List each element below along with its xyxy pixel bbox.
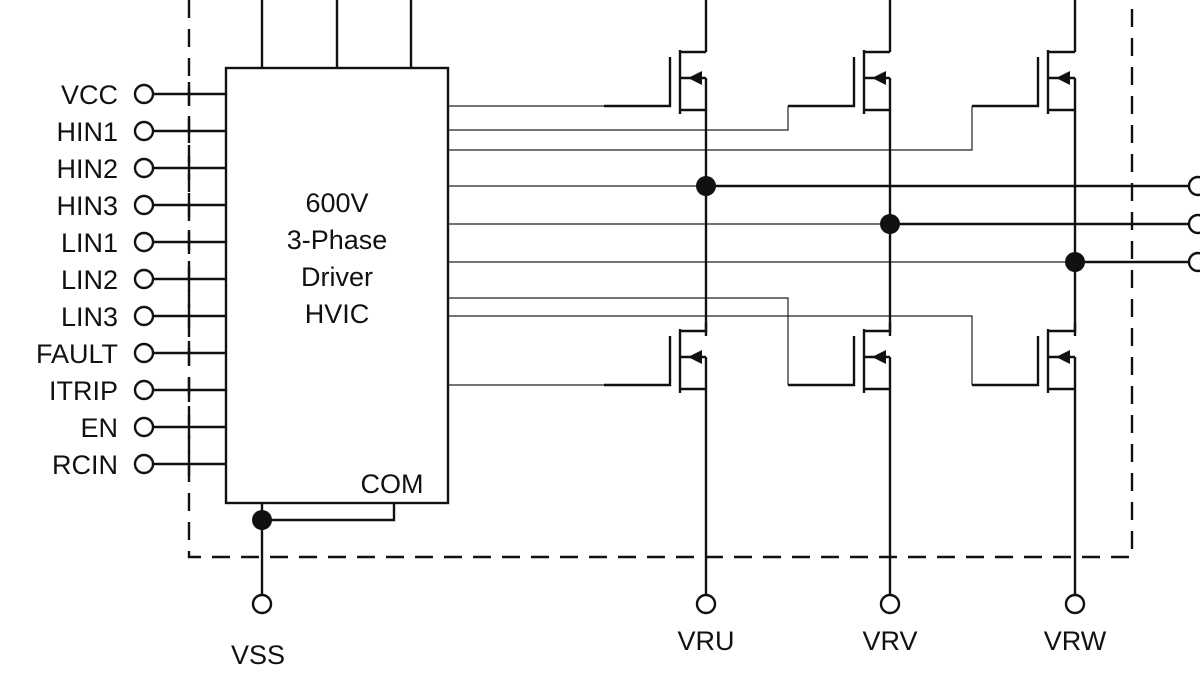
terminal-en[interactable] <box>133 416 155 438</box>
junction-vss <box>252 510 272 530</box>
terminal-hin2[interactable] <box>133 157 155 179</box>
pin-label-hin3: HIN3 <box>56 191 118 221</box>
terminal-vss[interactable] <box>251 593 273 615</box>
terminal-hin3[interactable] <box>133 194 155 216</box>
terminal-lin3[interactable] <box>133 305 155 327</box>
terminal-vcc[interactable] <box>133 83 155 105</box>
vss-net: VSS <box>231 503 396 670</box>
hvic-block: 600V 3-Phase Driver HVIC COM <box>224 66 450 505</box>
mosfet-high-v <box>788 0 892 336</box>
pin-lin1: LIN1 <box>61 228 226 258</box>
terminal-phase-w[interactable] <box>1187 251 1200 273</box>
terminal-rcin[interactable] <box>133 453 155 475</box>
pin-itrip: ITRIP <box>49 376 226 406</box>
pin-label-en: EN <box>80 413 118 443</box>
pin-label-fault: FAULT <box>36 339 118 369</box>
terminal-itrip[interactable] <box>133 379 155 401</box>
mosfet-high-u <box>604 0 708 336</box>
terminal-vrv[interactable] <box>879 593 901 615</box>
mosfets <box>604 0 1077 594</box>
left-pins: VCC HIN1 HIN2 HIN3 LIN1 LIN2 <box>36 80 226 480</box>
terminal-lin2[interactable] <box>133 268 155 290</box>
terminal-lin1[interactable] <box>133 231 155 253</box>
terminal-vrw[interactable] <box>1064 593 1086 615</box>
mosfet-high-w <box>972 0 1077 336</box>
pin-vcc: VCC <box>61 80 226 110</box>
pin-label-lin3: LIN3 <box>61 302 118 332</box>
mosfet-low-w <box>972 323 1077 594</box>
pin-fault: FAULT <box>36 339 226 369</box>
pin-hin2: HIN2 <box>56 154 226 184</box>
terminal-fault[interactable] <box>133 342 155 364</box>
pin-label-hin1: HIN1 <box>56 117 118 147</box>
pin-en: EN <box>80 413 226 443</box>
label-vru: VRU <box>677 626 734 656</box>
terminal-phase-u[interactable] <box>1187 175 1200 197</box>
pin-rcin: RCIN <box>52 450 226 480</box>
terminal-vru[interactable] <box>695 593 717 615</box>
ic-title-line-4: HVIC <box>305 299 370 329</box>
ic-top-leads <box>260 0 413 68</box>
label-vrv: VRV <box>862 626 917 656</box>
pin-hin1: HIN1 <box>56 117 226 147</box>
mosfet-low-v <box>788 323 892 594</box>
pin-hin3: HIN3 <box>56 191 226 221</box>
ic-com-label: COM <box>361 469 424 499</box>
gate-drive-lines <box>448 105 1075 386</box>
pin-label-lin2: LIN2 <box>61 265 118 295</box>
ic-title-line-3: Driver <box>301 262 373 292</box>
pin-label-hin2: HIN2 <box>56 154 118 184</box>
pin-label-rcin: RCIN <box>52 450 118 480</box>
pin-label-itrip: ITRIP <box>49 376 118 406</box>
pin-lin3: LIN3 <box>61 302 226 332</box>
pin-label-vcc: VCC <box>61 80 118 110</box>
terminal-hin1[interactable] <box>133 120 155 142</box>
label-vrw: VRW <box>1044 626 1107 656</box>
ic-title-line-1: 600V <box>305 188 368 218</box>
return-terminals: VRU VRV VRW <box>677 593 1107 656</box>
pin-lin2: LIN2 <box>61 265 226 295</box>
ic-title-line-2: 3-Phase <box>287 225 388 255</box>
label-vss: VSS <box>231 640 285 670</box>
terminal-phase-v[interactable] <box>1187 213 1200 235</box>
pin-label-lin1: LIN1 <box>61 228 118 258</box>
mosfet-low-u <box>604 323 708 594</box>
